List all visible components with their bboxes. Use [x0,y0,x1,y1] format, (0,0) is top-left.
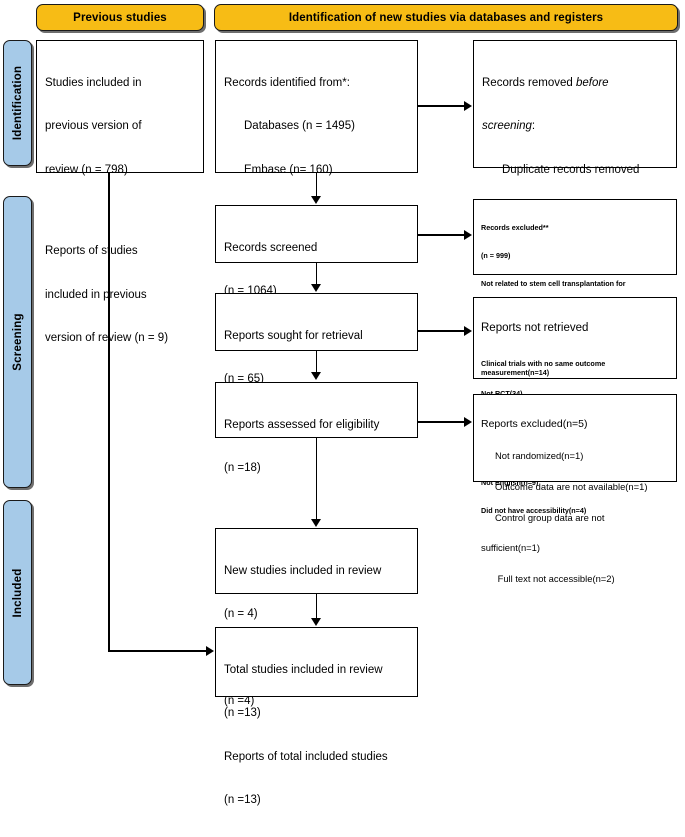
records-identified-source-0: Databases (n = 1495) [244,120,355,133]
box-records-identified: Records identified from*: Databases (n =… [215,40,418,306]
arrowhead-screened-to-excluded [464,230,472,240]
box-reports-sought: Reports sought for retrieval (n = 65) [215,293,418,385]
records-removed-heading-colon: : [531,120,536,133]
total-studies-line-1: Total studies included in review [224,663,383,676]
stage-bar-identification: Identification [3,40,32,166]
connector-new-to-total-included [315,594,318,619]
box-records-screened: Records screened (n = 1064) [215,205,418,297]
records-removed-heading-before: before [575,76,609,89]
box-reports-not-retrieved: Reports not retrieved Clinical trials wi… [473,297,677,515]
box-records-removed: Records removed before screening: Duplic… [473,40,677,219]
new-studies-line-2: (n = 4) [224,608,258,621]
spacer [45,206,195,215]
reports-sought-line-1: Reports sought for retrieval [224,329,363,342]
connector-sought-to-not-retrieved [418,330,465,332]
previous-studies-line-1: Studies included in [45,76,142,89]
arrowhead-new-to-total-included [311,618,321,626]
total-studies-line-3: Reports of total included studies [224,750,388,763]
records-removed-heading-screening: screening [482,120,532,133]
reports-excluded-item-1: Outcome data are not available(n=1) [495,480,648,492]
prisma-flow-diagram: Previous studies Identification of new s… [3,4,678,806]
previous-studies-line-3: review (n = 798) [45,163,128,176]
previous-studies-line-5: included in previous [45,288,147,301]
connector-sought-to-assessed [315,351,318,373]
stage-label-included: Included [11,568,24,617]
previous-studies-line-4: Reports of studies [45,245,138,258]
records-identified-source-1: Embase (n= 160) [244,163,333,176]
reports-not-retrieved-item-4: Not English(n=9) [481,478,539,488]
connector-screened-to-sought [315,263,318,285]
reports-not-retrieved-item-0: Clinical trials with no same outcome mea… [481,358,608,377]
reports-excluded-item-0: Not randomized(n=1) [495,450,584,462]
connector-identified-to-removed [418,105,465,107]
box-previous-studies: Studies included in previous version of … [36,40,204,344]
records-removed-heading: Records removed before [482,76,668,90]
records-removed-heading-a: Records removed [482,76,576,89]
records-identified-heading: Records identified from*: [224,76,350,89]
box-total-studies-included: Total studies included in review (n =13)… [215,627,418,806]
records-excluded-item-5: Not RCT(34) [481,389,669,398]
reports-assessed-line-2: (n =18) [224,462,261,475]
box-new-studies-included: New studies included in review (n = 4) R… [215,528,418,707]
banner-previous-studies-label: Previous studies [73,11,167,24]
connector-assessed-to-new-included [315,438,318,520]
banner-new-studies: Identification of new studies via databa… [214,4,678,31]
banner-new-studies-label: Identification of new studies via databa… [288,11,604,24]
reports-assessed-line-1: Reports assessed for eligibility [224,418,380,431]
connector-previous-to-total-vertical [108,173,110,651]
arrowhead-identified-to-removed [464,101,472,111]
reports-excluded-heading: Reports excluded(n=5) [481,418,588,431]
connector-previous-to-total-horizontal [108,650,207,652]
reports-excluded-item-2: Control group data are not [495,511,605,523]
records-removed-item-1: Duplicate records removed [502,163,640,176]
records-excluded-item-0: (n = 999) [481,251,511,261]
total-studies-line-4: (n =13) [224,794,261,807]
stage-bar-screening: Screening [3,196,32,488]
total-studies-line-2: (n =13) [224,707,261,720]
records-screened-line-1: Records screened [224,241,318,254]
box-reports-assessed: Reports assessed for eligibility (n =18) [215,382,418,474]
records-excluded-heading: Records excluded** [481,223,549,233]
connector-identified-to-screened [315,173,318,197]
reports-not-retrieved-heading: Reports not retrieved [481,322,589,335]
arrowhead-screened-to-sought [311,284,321,292]
banner-previous-studies: Previous studies [36,4,204,31]
new-studies-line-1: New studies included in review [224,564,382,577]
previous-studies-line-2: previous version of [45,120,142,133]
stage-label-screening: Screening [11,313,24,371]
connector-assessed-to-reports-excluded [418,421,465,423]
stage-label-identification: Identification [11,65,24,141]
arrowhead-sought-to-not-retrieved [464,326,472,336]
previous-studies-line-6: version of review (n = 9) [45,332,169,345]
box-reports-excluded: Reports excluded(n=5) Not randomized(n=1… [473,394,677,584]
arrowhead-previous-to-total [206,646,214,656]
arrowhead-sought-to-assessed [311,372,321,380]
connector-screened-to-excluded [418,234,465,236]
reports-excluded-item-3: sufficient(n=1) [481,542,540,554]
records-removed-heading-2: screening: [482,119,668,133]
box-records-excluded: Records excluded** (n = 999) Not related… [473,199,677,398]
arrowhead-assessed-to-reports-excluded [464,417,472,427]
stage-bar-included: Included [3,500,32,685]
records-excluded-item-1: Not related to stem cell transplantation… [481,278,626,288]
arrowhead-identified-to-screened [311,196,321,204]
reports-excluded-item-4: Full text not accessible(n=2) [495,572,615,584]
reports-not-retrieved-item-5: Did not have accessibility(n=4) [481,506,587,516]
arrowhead-assessed-to-new-included [311,519,321,527]
